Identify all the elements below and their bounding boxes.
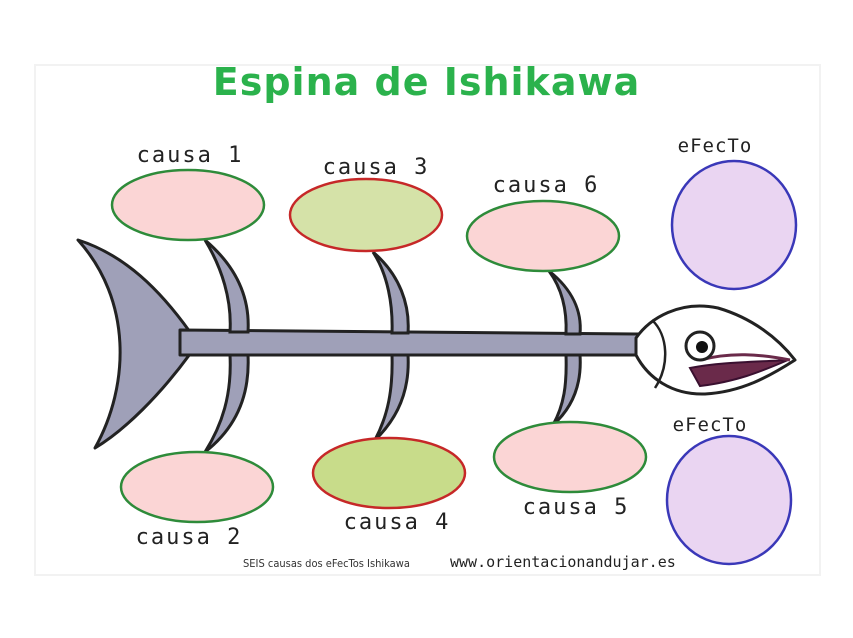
rib-lower-5 — [551, 353, 582, 427]
cause-1-ellipse — [110, 168, 266, 242]
rib-lower-2 — [203, 353, 250, 454]
rib-upper-6 — [547, 269, 582, 336]
cause-2-label: causa 2 — [136, 525, 243, 550]
effect-bottom-ellipse — [665, 434, 793, 566]
fish-tail — [76, 238, 192, 450]
rib-upper-3 — [371, 250, 410, 335]
page-frame — [34, 64, 821, 576]
effect-top-ellipse — [670, 159, 798, 291]
effect-bottom-label: eFecTo — [673, 414, 748, 436]
fish-gill — [651, 319, 667, 389]
cause-1-label: causa 1 — [137, 143, 244, 168]
cause-2-ellipse — [119, 450, 275, 524]
cause-3-ellipse — [288, 177, 444, 253]
rib-upper-1 — [203, 238, 250, 334]
rib-lower-4 — [373, 353, 410, 442]
cause-4-ellipse — [311, 436, 467, 510]
cause-4-label: causa 4 — [344, 510, 451, 535]
cause-6-ellipse — [465, 199, 621, 273]
cause-6-label: causa 6 — [493, 173, 600, 198]
effect-top-label: eFecTo — [678, 135, 753, 157]
diagram-title: Espina de Ishikawa — [212, 60, 641, 104]
footer-caption: SEIS causas dos eFecTos Ishikawa — [243, 557, 410, 570]
fish-pupil — [696, 341, 708, 353]
cause-5-ellipse — [492, 420, 648, 494]
cause-5-label: causa 5 — [523, 495, 630, 520]
cause-3-label: causa 3 — [323, 155, 430, 180]
footer-website: www.orientacionandujar.es — [450, 553, 676, 571]
